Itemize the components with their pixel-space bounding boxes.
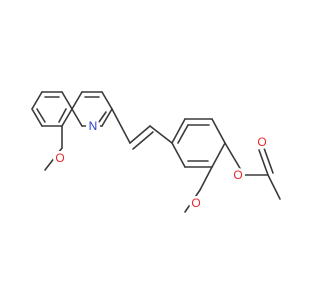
- quinoline-pyridine-ring: [71, 91, 113, 127]
- oxygen-label: O: [55, 151, 64, 165]
- molecule-structure: N O O O O: [31, 91, 281, 213]
- atom-o-ester: O: [231, 168, 245, 182]
- oxygen-label: O: [233, 168, 242, 182]
- quinoline-benzo-ring: [31, 91, 73, 127]
- structure-canvas: N O O O O: [31, 91, 281, 213]
- nitrogen-label: N: [89, 119, 98, 133]
- phenyl-ring: [171, 118, 226, 168]
- oxygen-label: O: [257, 135, 266, 149]
- atom-o-carbonyl: O: [255, 135, 269, 149]
- atom-o-methoxy-quinoline: O: [53, 151, 67, 165]
- atom-n-quinoline: N: [86, 119, 100, 133]
- vinyl-linker: [111, 108, 173, 150]
- atom-o-methoxy-phenyl: O: [189, 196, 203, 210]
- oxygen-label: O: [191, 196, 200, 210]
